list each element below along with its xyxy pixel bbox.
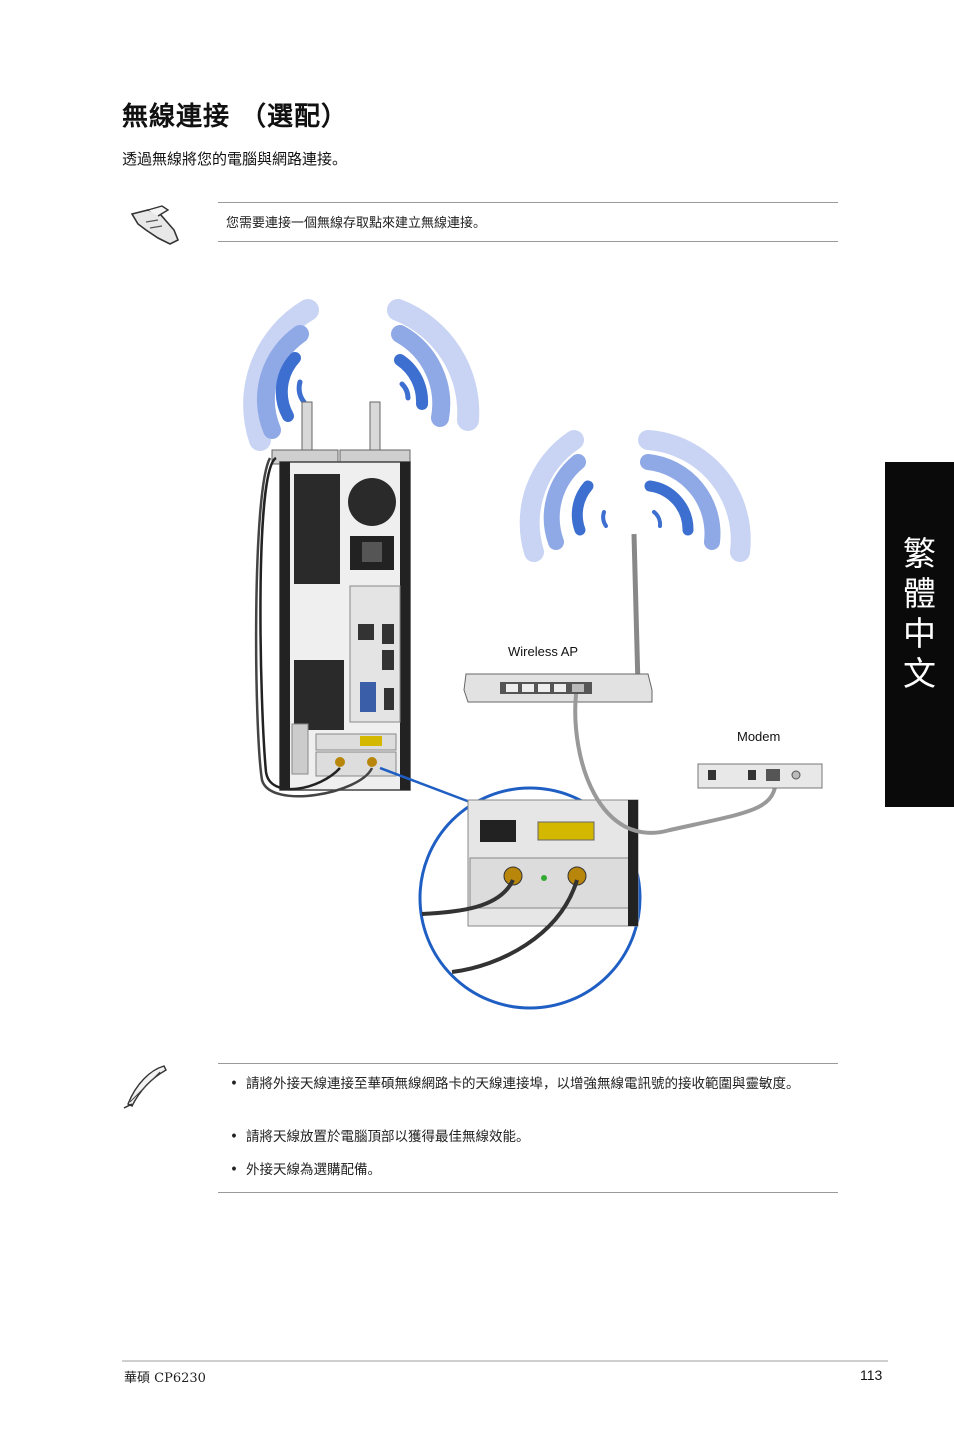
side-tab-label: 繁體中文 xyxy=(885,534,954,694)
language-side-tab: 繁體中文 xyxy=(885,462,954,807)
modem-device xyxy=(697,763,823,789)
desktop-pc-rear xyxy=(279,461,411,791)
tip-item: • 請將天線放置於電腦頂部以獲得最佳無線效能。 xyxy=(230,1129,530,1145)
side-tab-char: 文 xyxy=(903,654,936,693)
modem-label: Modem xyxy=(737,729,780,744)
ap-wireless-waves-icon xyxy=(519,430,751,562)
ap-antenna xyxy=(631,533,641,687)
side-tab-char: 繁 xyxy=(903,534,936,573)
side-tab-char: 體 xyxy=(903,574,936,613)
pointing-hand-icon xyxy=(130,205,180,245)
feather-pen-icon xyxy=(123,1065,167,1109)
tip-item: • 請將外接天線連接至華碩無線網路卡的天線連接埠，以增強無線電訊號的接收範圍與靈… xyxy=(230,1076,800,1092)
footer-product-name: 華碩 CP6230 xyxy=(124,1371,206,1386)
page-number: 113 xyxy=(860,1367,883,1383)
page-subtitle: 透過無線將您的電腦與網路連接。 xyxy=(122,150,348,168)
wireless-ap-device xyxy=(463,673,653,703)
tips-box xyxy=(218,1063,838,1193)
footer-divider xyxy=(122,1360,888,1362)
side-tab-char: 中 xyxy=(903,614,936,653)
pc-wireless-waves-icon xyxy=(243,299,480,451)
note-box xyxy=(218,202,838,242)
note-text: 您需要連接一個無線存取點來建立無線連接。 xyxy=(226,216,487,231)
antenna-port-detail xyxy=(467,799,639,927)
page-title: 無線連接 （選配） xyxy=(122,102,349,132)
wireless-ap-label: Wireless AP xyxy=(508,644,578,659)
tip-item: • 外接天線為選購配備。 xyxy=(230,1162,381,1178)
wireless-connection-diagram: Wireless AP Modem xyxy=(243,299,823,1010)
